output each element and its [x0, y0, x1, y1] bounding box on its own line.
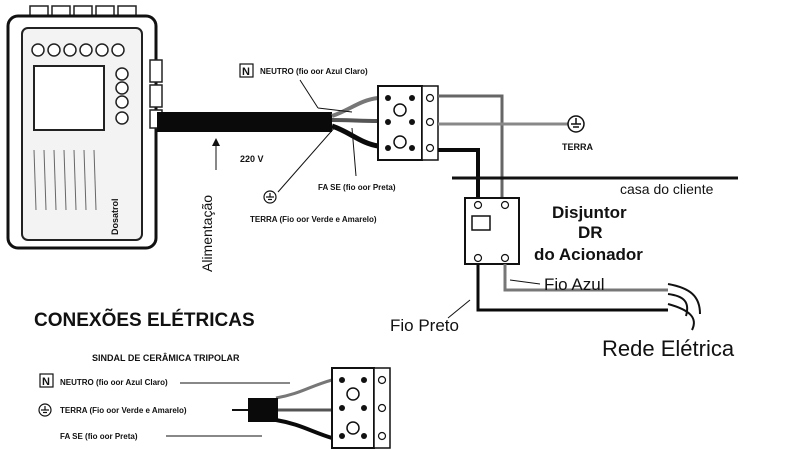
disjuntor-label-2: DR: [578, 223, 603, 242]
ground-icon: [263, 190, 277, 204]
fase-label-bottom: FA SE (fio oor Preta): [60, 432, 138, 441]
casa-cliente-label: casa do cliente: [620, 181, 714, 197]
section-title: CONEXÕES ELÉTRICAS: [34, 309, 255, 331]
controller-device: Dosatrol: [6, 5, 163, 250]
outgoing-wires: [438, 94, 570, 200]
svg-text:N: N: [42, 376, 50, 388]
device-brand: Dosatrol: [110, 198, 120, 235]
ground-icon: [567, 115, 585, 133]
svg-text:N: N: [242, 66, 250, 78]
fio-preto-label: Fio Preto: [390, 316, 459, 335]
bottom-cable: [248, 398, 278, 422]
terminal-block-top: [377, 85, 439, 161]
network-wires: [476, 264, 701, 331]
fase-label-top: FA SE (fio oor Preta): [318, 183, 396, 192]
disjuntor-label-3: do Acionador: [534, 245, 643, 264]
alimentacao-label: Alimentação: [199, 195, 215, 272]
device-screen: [33, 65, 105, 131]
terra-right-label: TERRA: [562, 142, 593, 152]
terminal-block-bottom: [331, 367, 391, 449]
voltage-label: 220 V: [240, 154, 264, 164]
ground-icon: [38, 403, 52, 417]
terra-label-bottom: TERRA (Fio oor Verde e Amarelo): [60, 406, 187, 415]
power-cable: [157, 79, 379, 193]
arrow-up-icon: [212, 138, 220, 146]
disjuntor-label-1: Disjuntor: [552, 203, 627, 222]
neutro-label-bottom: NEUTRO (fio oor Azul Claro): [60, 378, 168, 387]
n-symbol-bottom: N: [39, 373, 54, 388]
neutro-label-top: NEUTRO (fio oor Azul Claro): [260, 67, 368, 76]
bottom-wires: [166, 378, 333, 440]
fio-azul-label: Fio Azul: [544, 275, 604, 294]
rede-eletrica-label: Rede Elétrica: [602, 336, 735, 361]
dr-breaker: [464, 197, 520, 265]
section-subtitle: SINDAL DE CERÂMICA TRIPOLAR: [92, 352, 240, 363]
n-symbol-top: N: [239, 63, 254, 78]
terra-label-top: TERRA (Fio oor Verde e Amarelo): [250, 215, 377, 224]
